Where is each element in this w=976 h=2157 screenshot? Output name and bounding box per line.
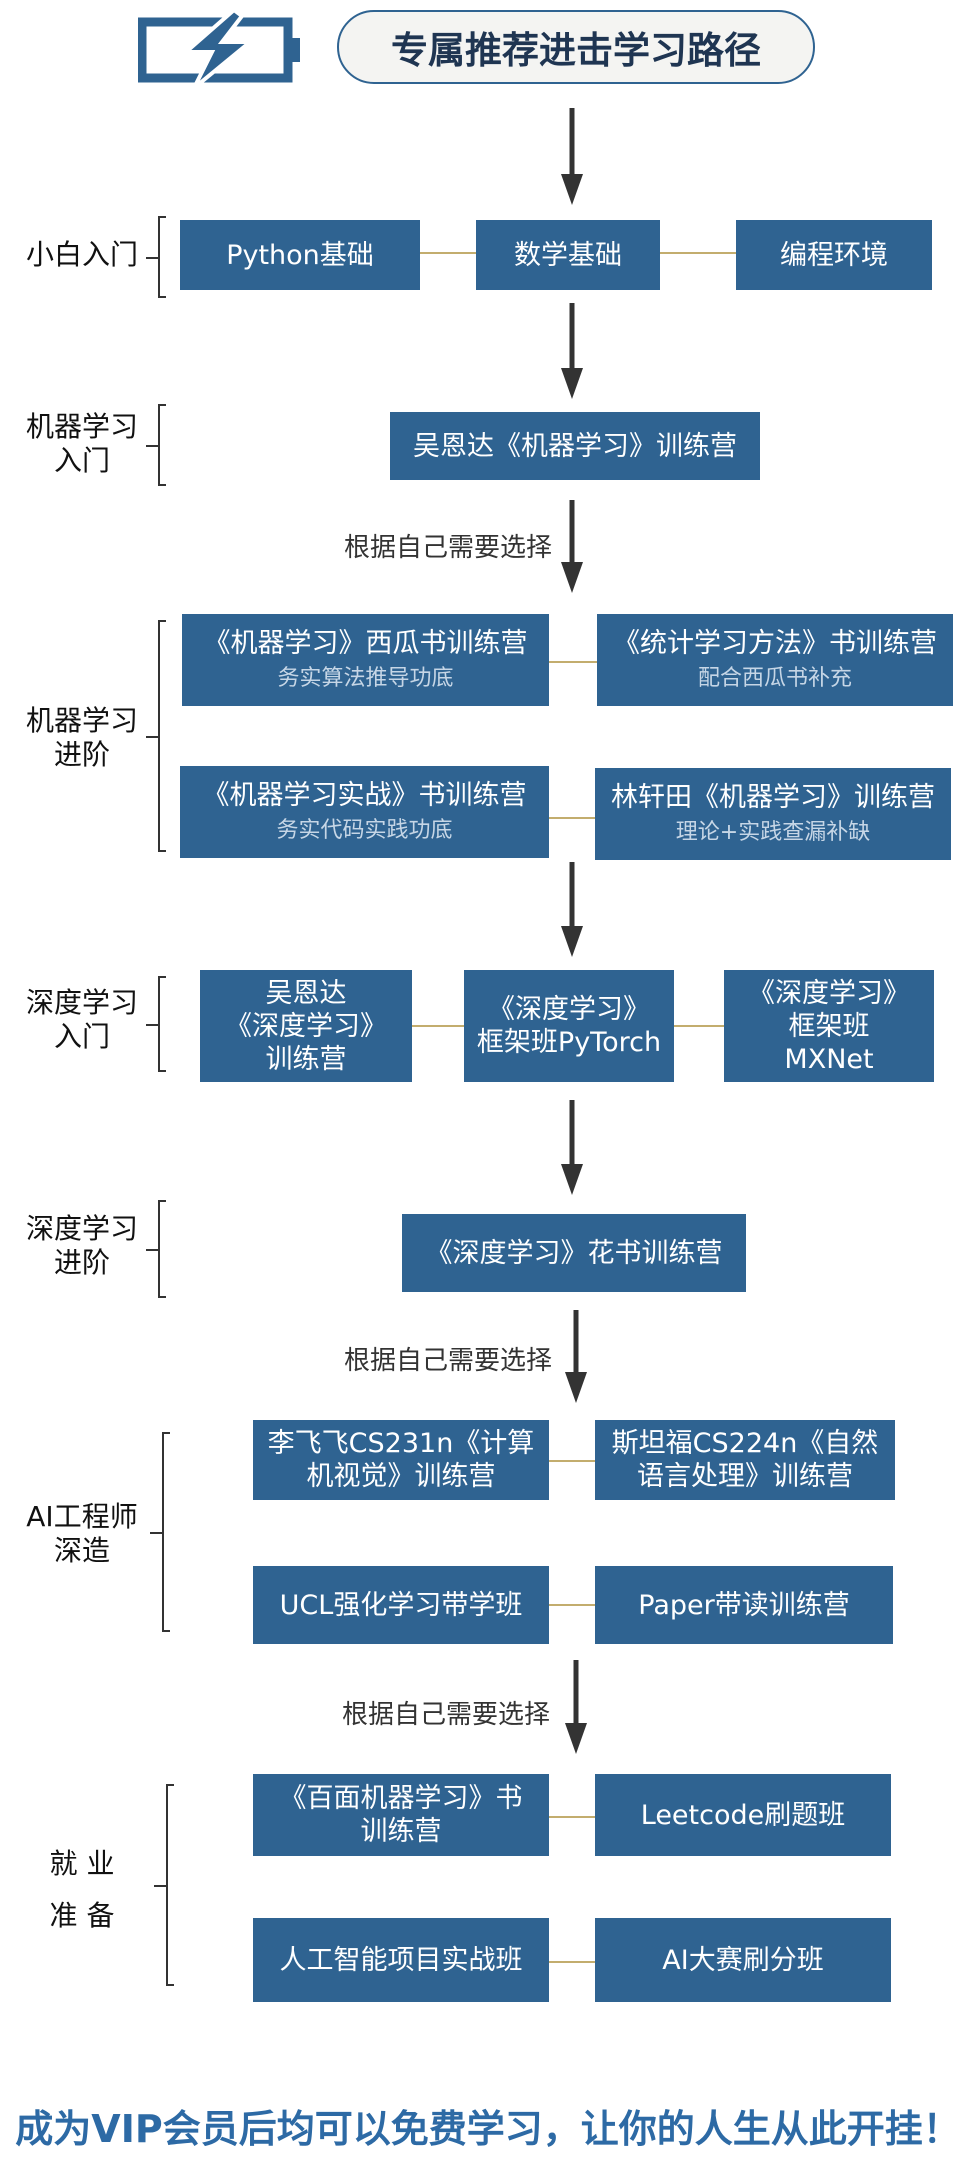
node-ml-in-action: 《机器学习实战》书训练营 务实代码实践功底 [180,766,549,858]
node-mxnet: 《深度学习》 框架班 MXNet [724,970,934,1082]
node-watermelon: 《机器学习》西瓜书训练营 务实算法推导功底 [182,614,549,706]
link-s4-a [412,1025,464,1027]
stage-label-dl-intro: 深度学习 入门 [25,986,138,1053]
page-title: 专属推荐进击学习路径 [337,10,815,84]
choose-note: 根据自己需要选择 [344,533,553,563]
node-ng-dl: 吴恩达 《深度学习》 训练营 [200,970,412,1082]
link-s6-b [549,1604,595,1606]
node-statistics: 《统计学习方法》书训练营 配合西瓜书补充 [597,614,953,706]
battery-bolt-icon [138,8,300,90]
node-cs231n: 李飞飞CS231n《计算 机视觉》训练营 [253,1420,549,1500]
stage-label-ml-advanced: 机器学习 进阶 [25,704,138,771]
stage-label-dl-advanced: 深度学习 进阶 [25,1212,138,1279]
stage-label-ai-engineer: AI工程师 深造 [26,1500,138,1567]
stage-brace [146,620,166,852]
footer-slogan: 成为VIP会员后均可以免费学习，让你的人生从此开挂！ [15,2107,961,2151]
node-baimian: 《百面机器学习》书 训练营 [253,1774,549,1856]
link-s3-b [549,817,597,819]
link-s3-a [549,661,597,663]
node-ucl-rl: UCL强化学习带学班 [253,1566,549,1644]
node-paper: Paper带读训练营 [595,1566,893,1644]
stage-brace [146,404,166,486]
link-s4-b [674,1025,724,1027]
stage-brace [154,1784,174,1986]
link-s7-a [549,1816,595,1818]
choose-note: 根据自己需要选择 [342,1700,551,1730]
stage-brace [146,976,166,1072]
stage-brace [150,1432,170,1632]
link-s1-a [420,252,476,254]
link-s6-a [549,1460,595,1462]
node-pytorch: 《深度学习》 框架班PyTorch [464,970,674,1082]
choose-note: 根据自己需要选择 [344,1346,553,1376]
node-math: 数学基础 [476,220,660,290]
node-ng-ml: 吴恩达《机器学习》训练营 [390,412,760,480]
node-ai-project: 人工智能项目实战班 [253,1918,549,2002]
stage-brace [146,216,166,298]
stage-label-ml-intro: 机器学习 入门 [25,410,138,477]
node-env: 编程环境 [736,220,932,290]
stage-brace [146,1200,166,1298]
node-python: Python基础 [180,220,420,290]
stage-label-beginner: 小白入门 [25,238,138,271]
stage-label-job-prep: 就 业 准 备 [49,1847,115,1932]
node-ai-contest: AI大赛刷分班 [595,1918,891,2002]
node-lin-ml: 林轩田《机器学习》训练营 理论+实践查漏补缺 [595,768,951,860]
link-s7-b [549,1961,595,1963]
node-flower-book: 《深度学习》花书训练营 [402,1214,746,1292]
node-cs224n: 斯坦福CS224n《自然 语言处理》训练营 [595,1420,895,1500]
node-leetcode: Leetcode刷题班 [595,1774,891,1856]
link-s1-b [660,252,736,254]
